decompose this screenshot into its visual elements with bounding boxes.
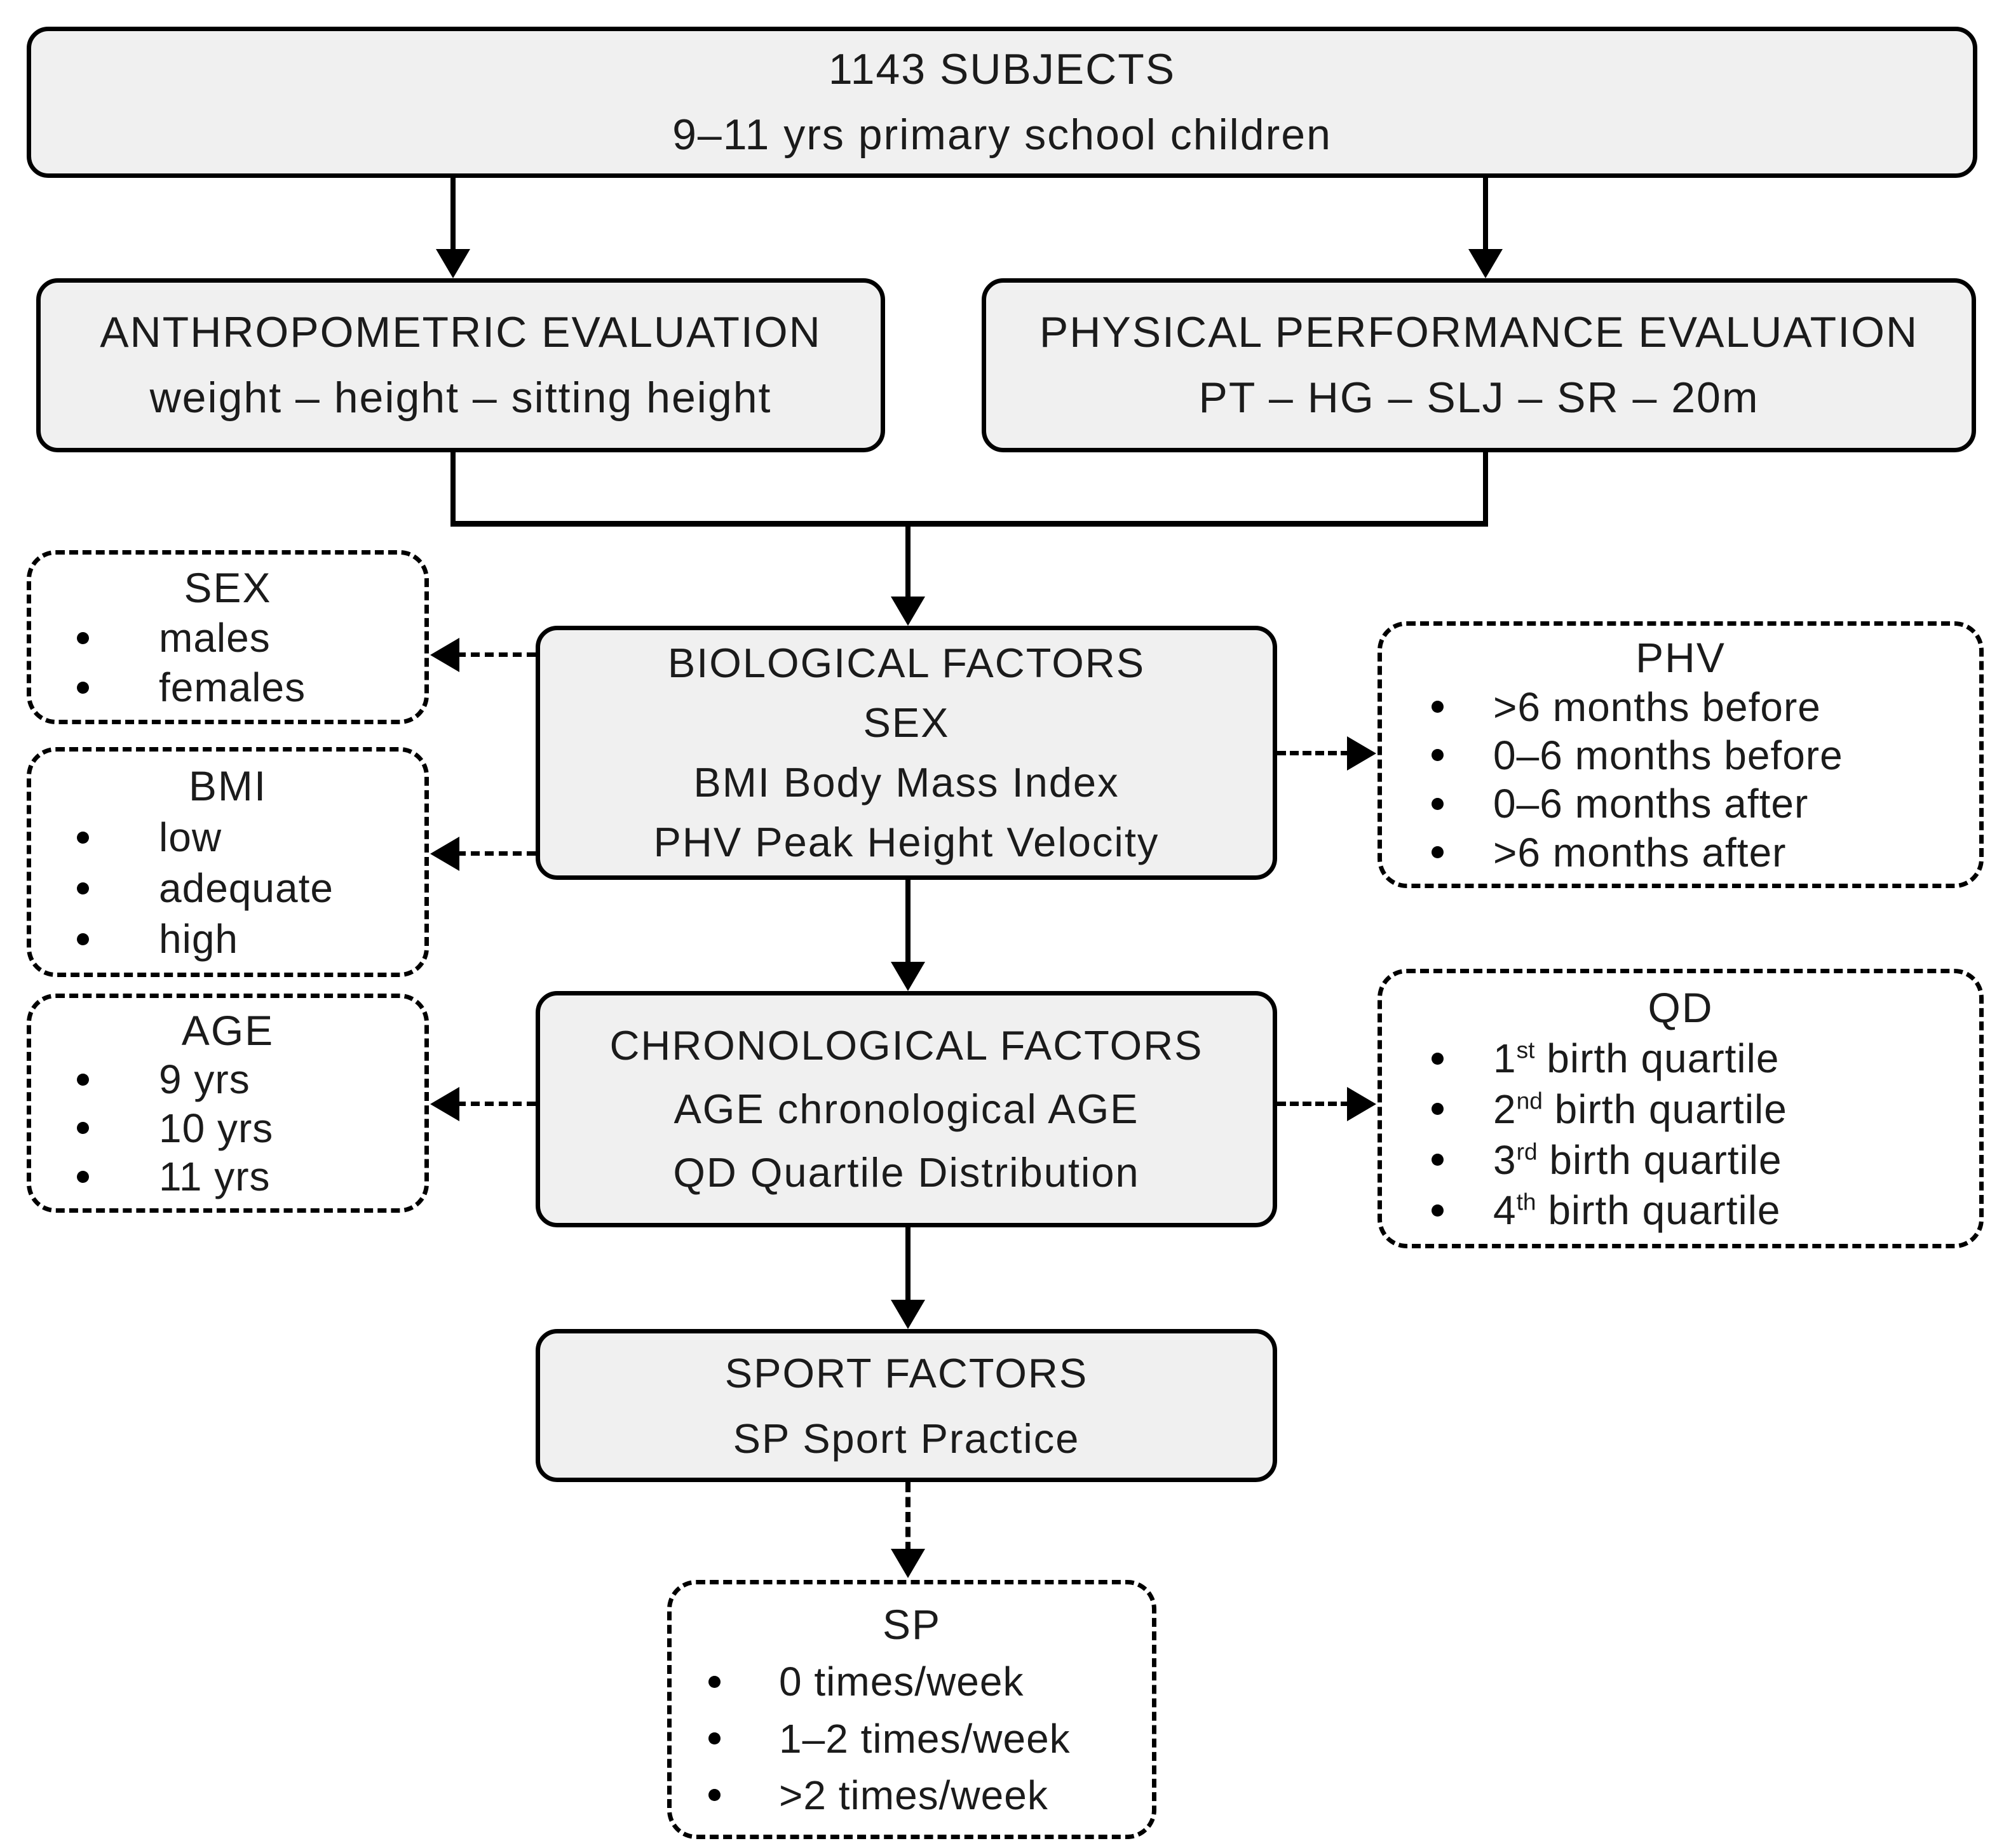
sex-categories-box: SEX males females	[27, 550, 429, 724]
list-item: high	[31, 915, 424, 962]
connector-line	[450, 178, 456, 254]
list-item: 2nd birth quartile	[1382, 1086, 1979, 1133]
sp-categories-box: SP 0 times/week 1–2 times/week >2 times/…	[667, 1580, 1156, 1839]
bullet-icon	[1432, 1154, 1444, 1166]
bullet-icon	[77, 882, 89, 894]
bullet-icon	[77, 933, 89, 945]
anthropometric-title: ANTHROPOMETRIC EVALUATION	[100, 308, 822, 356]
connector-line	[450, 452, 456, 525]
dashed-connector-line	[1277, 1102, 1350, 1106]
dashed-connector-line	[457, 1102, 536, 1106]
list-item: males	[31, 614, 424, 661]
sport-factors-box: SPORT FACTORS SP Sport Practice	[536, 1329, 1277, 1482]
dashed-connector-line	[457, 851, 536, 856]
connector-line	[1483, 452, 1488, 525]
list-item: 1st birth quartile	[1382, 1035, 1979, 1082]
arrowhead-down-icon	[891, 962, 925, 991]
sex-categories-title: SEX	[184, 564, 272, 611]
bullet-icon	[77, 831, 89, 844]
chronological-factors-box: CHRONOLOGICAL FACTORS AGE chronological …	[536, 991, 1277, 1227]
list-item: low	[31, 814, 424, 861]
phv-categories-box: PHV >6 months before 0–6 months before 0…	[1378, 621, 1984, 888]
list-item: >6 months before	[1382, 684, 1979, 731]
bmi-categories-box: BMI low adequate high	[27, 747, 429, 977]
bullet-icon	[1432, 749, 1444, 762]
bullet-icon	[1432, 797, 1444, 810]
sp-categories-title: SP	[882, 1601, 942, 1649]
dashed-connector-line	[457, 652, 536, 657]
list-item: adequate	[31, 865, 424, 912]
arrowhead-down-icon	[891, 597, 925, 626]
list-item: 4th birth quartile	[1382, 1187, 1979, 1234]
connector-line	[905, 525, 911, 599]
arrowhead-down-icon	[891, 1300, 925, 1329]
subjects-title: 1143 SUBJECTS	[828, 45, 1176, 93]
list-item: females	[31, 664, 424, 711]
arrowhead-down-icon	[891, 1549, 925, 1578]
subjects-box: 1143 SUBJECTS 9–11 yrs primary school ch…	[27, 27, 1977, 178]
arrowhead-down-icon	[1468, 249, 1503, 278]
biological-sex-line: SEX	[863, 699, 950, 746]
dashed-connector-line	[1277, 751, 1350, 755]
biological-title: BIOLOGICAL FACTORS	[667, 640, 1146, 686]
list-item: >6 months after	[1382, 829, 1979, 876]
list-item: 3rd birth quartile	[1382, 1136, 1979, 1184]
bullet-icon	[77, 1073, 89, 1086]
bullet-icon	[77, 1122, 89, 1135]
bullet-icon	[1432, 846, 1444, 859]
anthropometric-evaluation-box: ANTHROPOMETRIC EVALUATION weight – heigh…	[36, 278, 885, 452]
qd-categories-title: QD	[1648, 983, 1714, 1031]
merge-line	[450, 521, 1488, 527]
chronological-qd-line: QD Quartile Distribution	[673, 1149, 1140, 1196]
physical-measures: PT – HG – SLJ – SR – 20m	[1198, 374, 1759, 422]
bmi-categories-title: BMI	[188, 762, 267, 809]
bullet-icon	[77, 631, 89, 644]
list-item: 10 yrs	[31, 1105, 424, 1152]
arrowhead-left-icon	[430, 1087, 459, 1121]
bullet-icon	[708, 1732, 721, 1745]
connector-line	[905, 880, 911, 963]
sport-title: SPORT FACTORS	[724, 1349, 1088, 1396]
subjects-subtitle: 9–11 yrs primary school children	[672, 111, 1332, 159]
arrowhead-left-icon	[430, 837, 459, 871]
bullet-icon	[1432, 701, 1444, 713]
bullet-icon	[1432, 1052, 1444, 1065]
arrowhead-right-icon	[1347, 1087, 1376, 1121]
chronological-age-line: AGE chronological AGE	[674, 1086, 1139, 1132]
list-item: >2 times/week	[672, 1772, 1152, 1819]
sport-sp-line: SP Sport Practice	[733, 1415, 1080, 1462]
list-item: 1–2 times/week	[672, 1715, 1152, 1762]
age-categories-box: AGE 9 yrs 10 yrs 11 yrs	[27, 994, 429, 1213]
bullet-icon	[77, 681, 89, 694]
list-item: 0–6 months after	[1382, 780, 1979, 827]
qd-categories-box: QD 1st birth quartile 2nd birth quartile…	[1378, 969, 1984, 1248]
bullet-icon	[1432, 1204, 1444, 1217]
phv-categories-title: PHV	[1635, 634, 1726, 682]
list-item: 0 times/week	[672, 1658, 1152, 1705]
list-item: 9 yrs	[31, 1056, 424, 1103]
arrowhead-left-icon	[430, 638, 459, 672]
connector-line	[1483, 178, 1488, 254]
arrowhead-right-icon	[1347, 736, 1376, 771]
arrowhead-down-icon	[436, 249, 470, 278]
physical-performance-evaluation-box: PHYSICAL PERFORMANCE EVALUATION PT – HG …	[982, 278, 1976, 452]
anthropometric-measures: weight – height – sitting height	[149, 374, 772, 422]
bullet-icon	[1432, 1103, 1444, 1116]
age-categories-title: AGE	[181, 1006, 274, 1054]
list-item: 0–6 months before	[1382, 732, 1979, 779]
chronological-title: CHRONOLOGICAL FACTORS	[609, 1022, 1203, 1069]
biological-factors-box: BIOLOGICAL FACTORS SEX BMI Body Mass Ind…	[536, 626, 1277, 880]
bullet-icon	[708, 1789, 721, 1802]
biological-phv-line: PHV Peak Height Velocity	[653, 819, 1160, 865]
dashed-connector-line	[905, 1482, 911, 1552]
bullet-icon	[708, 1675, 721, 1688]
connector-line	[905, 1227, 911, 1302]
bullet-icon	[77, 1170, 89, 1183]
physical-title: PHYSICAL PERFORMANCE EVALUATION	[1039, 308, 1919, 356]
list-item: 11 yrs	[31, 1153, 424, 1200]
biological-bmi-line: BMI Body Mass Index	[693, 759, 1120, 806]
